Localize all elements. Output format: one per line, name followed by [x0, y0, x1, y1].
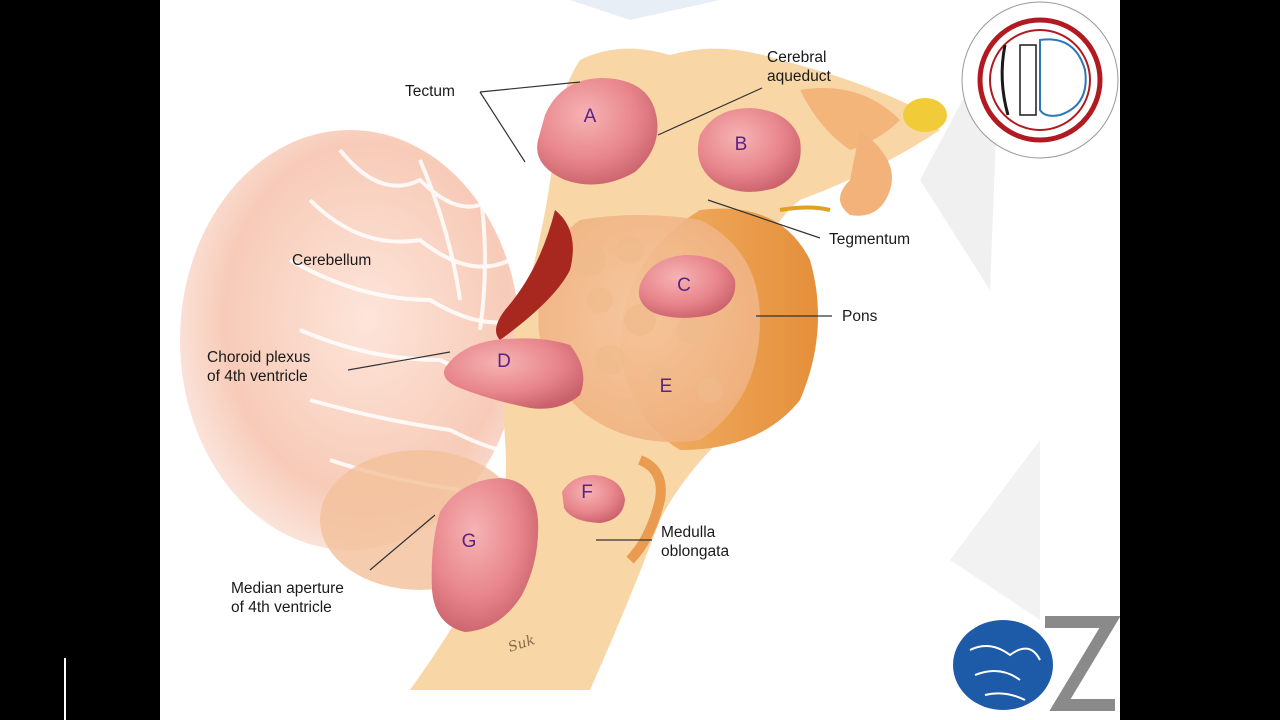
- left-edge-bar: [64, 658, 66, 720]
- leader-lines: [347, 81, 832, 571]
- cerebellum-folia: [289, 148, 516, 492]
- pituitary: [840, 130, 892, 216]
- label-median-aperture: Median aperture of 4th ventricle: [231, 580, 344, 616]
- tumor-a: [537, 78, 658, 185]
- tumor-label-d: D: [497, 351, 511, 372]
- tumor-label-c: C: [677, 275, 691, 296]
- fourth-ventricle: [496, 210, 573, 340]
- label-pons: Pons: [842, 308, 878, 325]
- tumor-g: [431, 478, 539, 632]
- tumor-label-b: B: [734, 134, 748, 155]
- tumor-b: [697, 108, 801, 192]
- slide-decoration-lower: [950, 440, 1040, 620]
- medulla-rim: [626, 455, 666, 564]
- tumor-f: [562, 475, 625, 523]
- tumor-label-a: A: [583, 106, 597, 127]
- label-choroid-plexus: Choroid plexus of 4th ventricle: [207, 349, 311, 385]
- label-tectum: Tectum: [405, 83, 455, 100]
- tumor-d: [444, 338, 584, 409]
- optic-nerve: [779, 205, 831, 212]
- label-medulla-oblongata: Medulla oblongata: [661, 524, 730, 560]
- slide-decoration: [570, 0, 720, 20]
- tumor-label-e: E: [659, 376, 673, 397]
- slide: Suk Tectum Cerebral aqueduct Tegmentum C…: [160, 0, 1120, 720]
- tumor-label-f: F: [581, 482, 593, 503]
- tumor-c: [638, 255, 736, 318]
- label-cerebral-aqueduct: Cerebral aqueduct: [767, 49, 831, 85]
- brainstem-illustration: [180, 0, 1120, 711]
- diencephalon: [800, 88, 900, 150]
- label-tegmentum: Tegmentum: [829, 231, 910, 248]
- neurosurgery-logo: [961, 1, 1119, 159]
- tumor-label-g: G: [461, 531, 477, 552]
- brain-z-logo: [953, 616, 1120, 711]
- cerebellum-shape: [180, 130, 520, 550]
- label-cerebellum: Cerebellum: [292, 252, 372, 269]
- pineal-gland: [903, 98, 947, 132]
